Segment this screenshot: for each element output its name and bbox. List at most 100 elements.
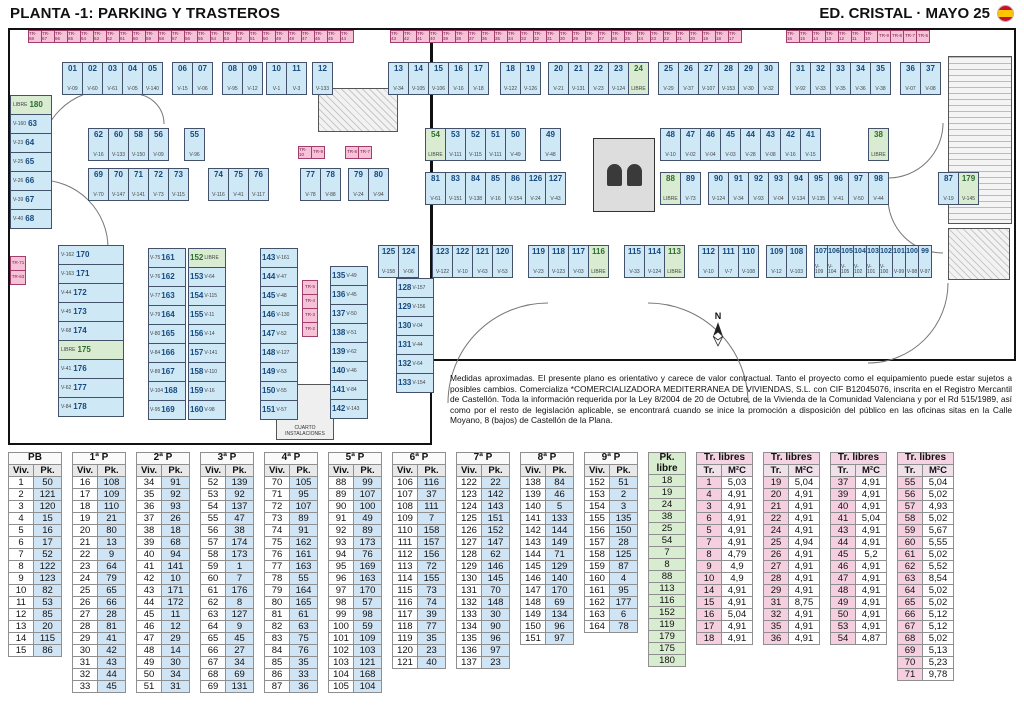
table-cell: 53 — [200, 488, 226, 501]
table-cell: 5,67 — [922, 524, 954, 537]
stall-sublabel: V-111 — [449, 152, 462, 158]
trastero-cell: TR-47 — [301, 30, 315, 43]
table-cell: 38 — [136, 524, 162, 537]
table-cell: 151 — [481, 512, 510, 525]
stall-number: 178 — [73, 402, 87, 411]
stall-number: 80 — [374, 170, 383, 179]
stall-number: 10 — [272, 64, 281, 73]
table-cell: 61 — [897, 548, 923, 561]
table-cell: 4,91 — [721, 536, 753, 549]
stall-number: 101 — [893, 248, 905, 255]
table-cell: 5,52 — [922, 560, 954, 573]
stall-number: TR-71 — [11, 260, 25, 266]
table-cell: 140 — [545, 572, 574, 585]
trastero-cell: TR-62 — [106, 30, 120, 43]
stall-sublabel: V-39 — [13, 196, 24, 203]
table-cell: 46 — [136, 620, 162, 633]
trastero-cell: TR-10 — [298, 146, 312, 159]
table-cell: 122 — [33, 560, 62, 573]
table-cell: 149 — [520, 608, 546, 621]
stall-number: 30 — [764, 64, 773, 73]
table-cell: 4,91 — [855, 524, 887, 537]
table-cell: 19 — [763, 476, 789, 489]
stall-sublabel: V-153 — [721, 86, 736, 92]
column-header: Pk. — [417, 464, 446, 477]
stall-number: TR-10 — [865, 31, 873, 41]
table-row: 8 — [648, 558, 686, 571]
stall-number: 49 — [546, 130, 555, 139]
table-cell: 134 — [545, 608, 574, 621]
stall-number: TR-33 — [521, 31, 529, 41]
table-cell: 28 — [97, 608, 126, 621]
stall-number: TR-46 — [315, 31, 323, 41]
table-cell: 66 — [97, 596, 126, 609]
table-cell: 78 — [264, 572, 290, 585]
table-cell: 62 — [481, 548, 510, 561]
stall-sublabel: V-06 — [197, 86, 208, 92]
table-cell: 14 — [696, 584, 722, 597]
table-cell: 118 — [392, 620, 418, 633]
stall-number: TR-39 — [443, 31, 451, 41]
table-cell: 61 — [200, 584, 226, 597]
stall-sublabel: V-46 — [346, 367, 357, 374]
stall-number: 145 — [262, 291, 276, 300]
stall-sublabel: V-19 — [943, 196, 954, 202]
stall-number: TR-37 — [469, 31, 477, 41]
stall-sublabel: V-77 — [150, 292, 161, 299]
table-row: 119 — [648, 618, 686, 631]
stall-sublabel: V-97 — [919, 269, 931, 275]
stall-sublabel: V-103 — [789, 269, 804, 275]
table-cell: 9,78 — [922, 668, 954, 681]
stall-number: 55 — [190, 130, 199, 139]
table-cell: 31 — [72, 656, 98, 669]
table-cell: 4,91 — [855, 560, 887, 573]
stall-number: 32 — [816, 64, 825, 73]
stall-number: TR-65 — [68, 31, 76, 41]
stall-sublabel: V-130 — [276, 311, 290, 318]
stall-sublabel: V-141 — [204, 349, 218, 356]
trastero-cell: TR-22 — [663, 30, 677, 43]
stall-sublabel: V-16 — [785, 152, 796, 158]
trastero-cell: TR-9 — [877, 30, 891, 43]
stall-number: 15 — [434, 64, 443, 73]
table-cell: 4 — [696, 488, 722, 501]
stall-number: TR-24 — [638, 31, 646, 41]
column-header: Pk. — [481, 464, 510, 477]
table-cell: 22 — [763, 512, 789, 525]
table-cell: 44 — [97, 668, 126, 681]
stall-sublabel: V-109 — [815, 264, 824, 275]
